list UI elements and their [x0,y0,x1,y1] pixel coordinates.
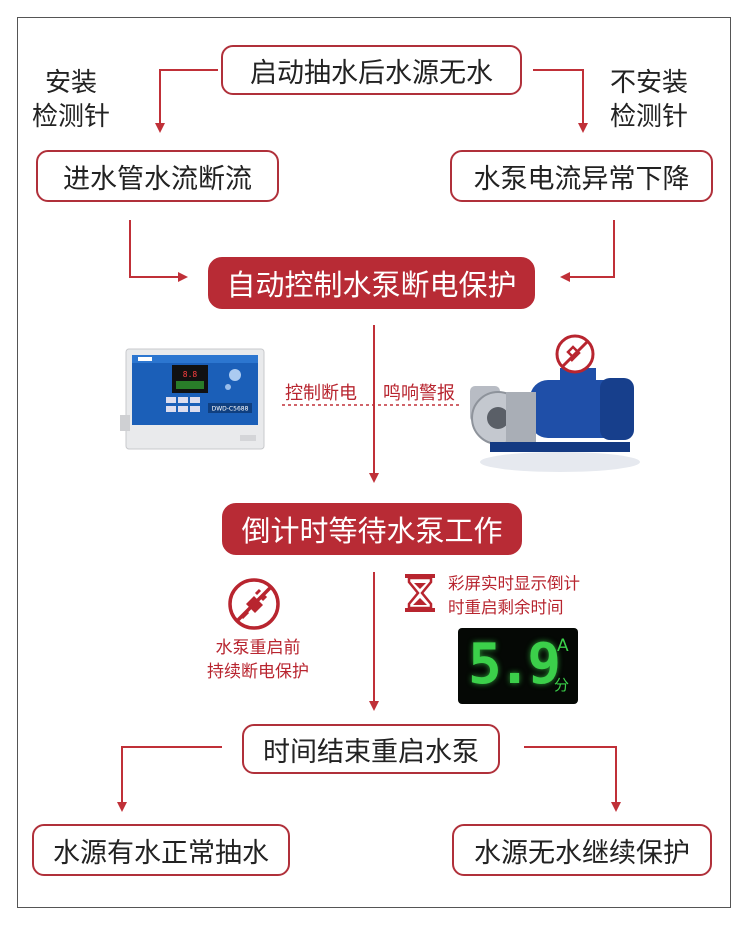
right-condition-box: 水泵电流异常下降 [450,150,713,202]
bottom-left-text: 水源有水正常抽水 [53,837,269,869]
left-side-label: 安装 检测针 [32,66,110,134]
left-side-label-line2: 检测针 [32,102,111,132]
arrow-timeend-to-bottom-left [117,746,222,812]
arrow-timeend-to-bottom-right [524,746,621,812]
time-end-text: 时间结束重启水泵 [263,736,479,768]
auto-protect-text: 自动控制水泵断电保护 [226,268,517,302]
display-unit-top: A [557,636,569,656]
left-condition-text: 进水管水流断流 [63,163,252,195]
time-end-box: 时间结束重启水泵 [242,724,500,774]
right-side-label-line1: 不安装 [610,68,689,98]
right-side-label-line2: 检测针 [610,102,689,132]
alarm-label: 鸣响警报 [383,383,455,404]
screen-note: 彩屏实时显示倒计 时重启剩余时间 [448,572,580,620]
svg-text:8.8: 8.8 [183,370,198,379]
controller-device-image: 8.8 DWD-C5688 [120,348,265,450]
top-condition-box: 启动抽水后水源无水 [221,45,522,95]
left-side-label-line1: 安装 [45,68,98,98]
arrow-top-to-left [155,69,218,133]
screen-note-line1: 彩屏实时显示倒计 [448,574,580,593]
bottom-right-box: 水源无水继续保护 [452,824,712,876]
restart-note-line2: 持续断电保护 [207,662,309,682]
right-side-label: 不安装 检测针 [610,66,688,134]
arrow-top-to-right [533,69,588,133]
countdown-text: 倒计时等待水泵工作 [241,514,503,548]
top-condition-text: 启动抽水后水源无水 [250,57,493,89]
restart-note: 水泵重启前 持续断电保护 [196,636,320,684]
left-condition-box: 进水管水流断流 [36,150,279,202]
restart-note-line1: 水泵重启前 [215,638,301,658]
bottom-left-box: 水源有水正常抽水 [32,824,290,876]
page-frame [17,17,731,908]
countdown-display: 5.9 A 分 [458,628,578,704]
arrow-left-to-auto [129,220,188,282]
device-model-label: DWD-C5688 [212,406,249,413]
hourglass-icon [405,574,435,612]
countdown-box: 倒计时等待水泵工作 [222,503,522,555]
screen-note-line2: 时重启剩余时间 [448,598,564,617]
plug-disconnected-icon [228,578,280,630]
auto-protect-box: 自动控制水泵断电保护 [208,257,535,309]
display-unit-bottom: 分 [554,676,570,694]
control-off-label: 控制断电 [285,383,357,404]
arrow-right-to-auto [560,220,615,282]
display-digits: 5.9 [468,632,561,697]
bottom-right-text: 水源无水继续保护 [474,837,690,869]
right-condition-text: 水泵电流异常下降 [473,163,690,195]
water-pump-image [470,334,640,472]
